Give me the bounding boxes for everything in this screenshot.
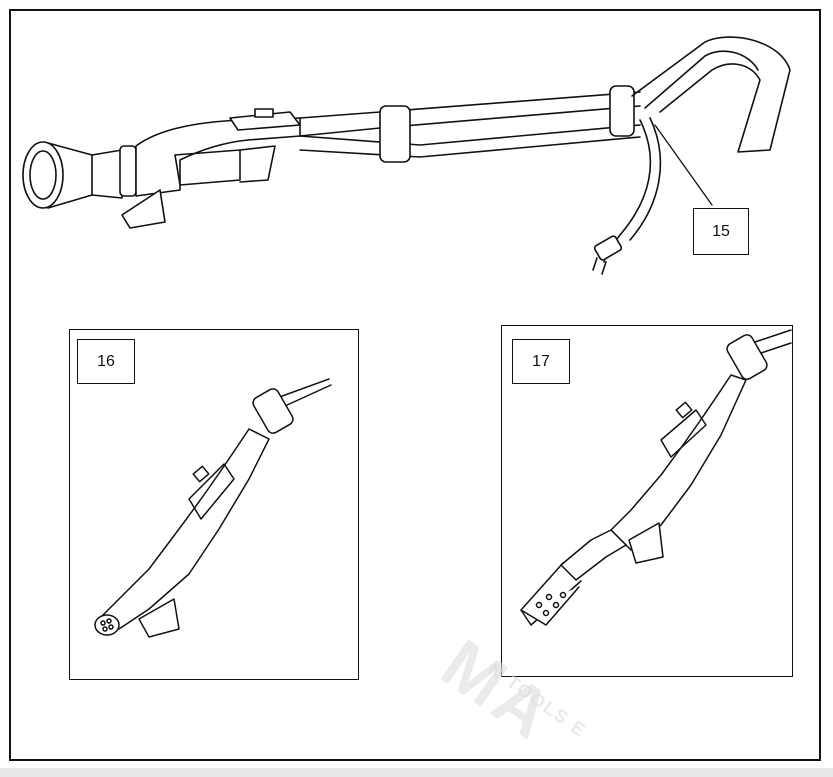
heat-gun-with-nozzle-illustration: [94, 378, 332, 638]
callout-17: 17: [512, 339, 570, 384]
callout-15-text: 15: [712, 222, 730, 240]
heat-gun-with-scraper-illustration: [520, 329, 792, 626]
callout-16-text: 16: [97, 352, 115, 370]
callout-15: 15: [693, 208, 749, 255]
extended-heat-gun-illustration: [22, 36, 791, 275]
callout-17-text: 17: [532, 352, 550, 370]
callout-16: 16: [77, 339, 135, 384]
bottom-scroll-strip: [0, 768, 833, 777]
